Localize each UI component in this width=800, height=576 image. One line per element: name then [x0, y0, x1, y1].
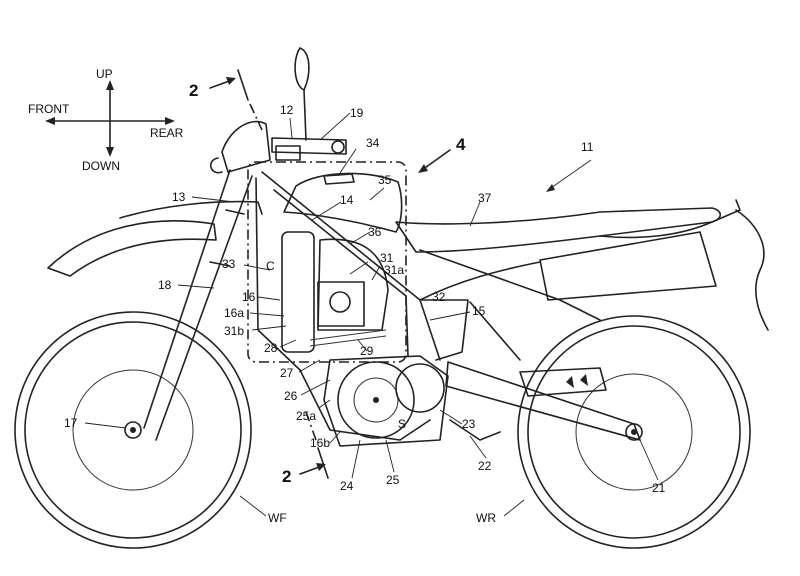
- label-27: 27: [280, 366, 294, 380]
- rear-wheel: [517, 315, 751, 549]
- label-16b: 16b: [310, 436, 330, 450]
- direction-up-label: UP: [96, 67, 113, 81]
- main-frame: [255, 171, 601, 441]
- label-31a: 31a: [384, 263, 404, 277]
- label-34: 34: [366, 136, 380, 150]
- section-marker-bottom-label: 2: [282, 467, 291, 486]
- section-marker-top: [209, 69, 263, 131]
- direction-down-label: DOWN: [82, 159, 120, 173]
- rear-fender: [599, 199, 741, 239]
- label-S: S: [398, 417, 406, 431]
- section-marker-box-label: 4: [456, 135, 466, 154]
- label-16a: 16a: [224, 306, 244, 320]
- label-26: 26: [284, 389, 298, 403]
- fuel-cap: [323, 173, 355, 185]
- section-marker-bottom: [299, 411, 329, 479]
- label-15: 15: [472, 304, 486, 318]
- fuel-tank: [283, 172, 403, 233]
- label-31b: 31b: [224, 324, 244, 338]
- label-37: 37: [478, 191, 492, 205]
- label-18: 18: [158, 278, 172, 292]
- label-12: 12: [280, 103, 294, 117]
- label-33: 33: [222, 257, 236, 271]
- label-14: 14: [340, 193, 354, 207]
- label-16: 16: [242, 290, 256, 304]
- seat: [395, 207, 722, 253]
- label-36: 36: [368, 225, 382, 239]
- handlebar: [271, 47, 347, 161]
- exhaust-pipe: [419, 261, 541, 301]
- label-24: 24: [340, 479, 354, 493]
- label-17: 17: [64, 416, 78, 430]
- label-22: 22: [478, 459, 492, 473]
- label-25: 25: [386, 473, 400, 487]
- tail-bracket: [735, 209, 769, 331]
- direction-compass: [45, 80, 175, 157]
- label-WF: WF: [268, 511, 287, 525]
- label-28: 28: [264, 341, 278, 355]
- muffler: [539, 231, 717, 301]
- footrest: [449, 419, 501, 441]
- front-wheel: [14, 311, 252, 549]
- direction-front-label: FRONT: [28, 102, 70, 116]
- section-marker-top-label: 2: [189, 81, 198, 100]
- label-21: 21: [652, 481, 666, 495]
- section-marker-box: [418, 149, 451, 173]
- label-13: 13: [172, 190, 186, 204]
- label-11: 11: [581, 140, 594, 154]
- label-WR: WR: [476, 511, 496, 525]
- label-29: 29: [360, 344, 374, 358]
- headlight-cowl: [210, 120, 271, 174]
- rear-shock: [469, 301, 521, 361]
- direction-rear-label: REAR: [150, 126, 184, 140]
- front-fork: [143, 169, 253, 441]
- side-shroud: [119, 200, 263, 219]
- leader-lines: [84, 112, 659, 517]
- label-25a: 25a: [296, 409, 316, 423]
- label-C: C: [266, 259, 275, 273]
- detail-region-box: [247, 161, 407, 363]
- intake-components: [281, 231, 389, 353]
- front-fender: [47, 220, 217, 277]
- engine: [323, 355, 449, 447]
- label-31: 31: [380, 251, 394, 265]
- label-35: 35: [378, 173, 392, 187]
- label-32: 32: [432, 290, 446, 304]
- label-23: 23: [462, 417, 476, 431]
- label-19: 19: [350, 106, 364, 120]
